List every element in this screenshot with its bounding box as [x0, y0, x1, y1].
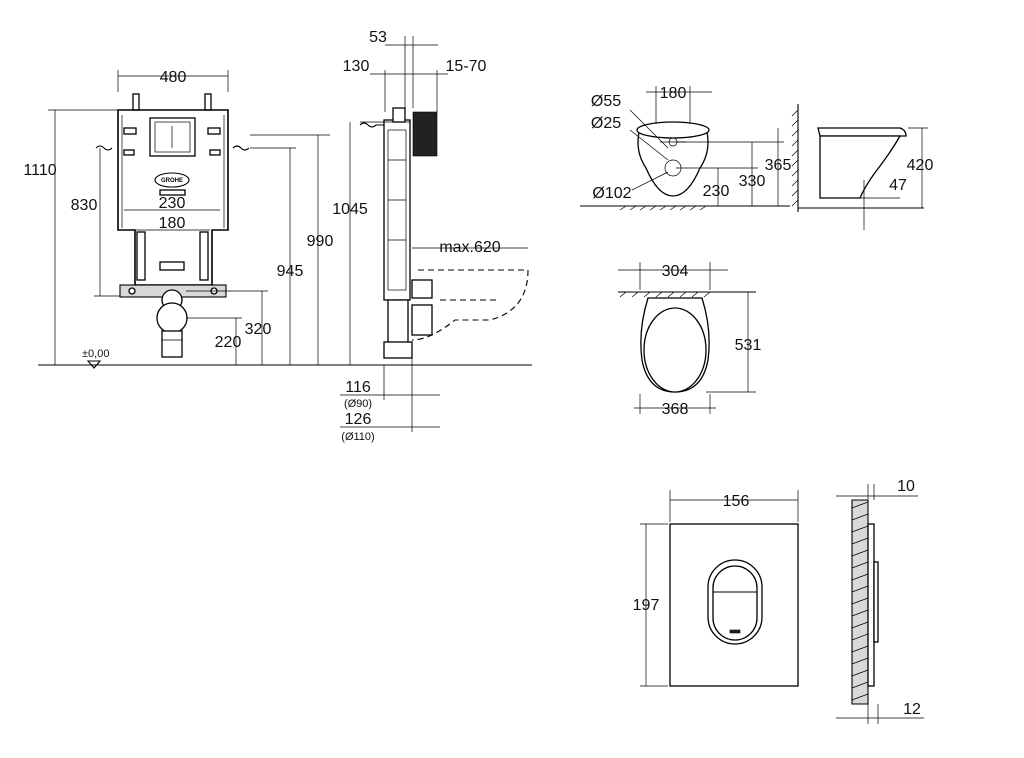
dim-304: 304 [662, 263, 689, 280]
wall-anchor-right [232, 145, 250, 151]
dim-180b: 180 [660, 85, 687, 102]
dim-1045: 1045 [332, 201, 368, 218]
dim-d90: (Ø90) [344, 398, 372, 410]
frame-hook-left [132, 93, 140, 111]
dim-830: 830 [71, 197, 98, 214]
dim-531: 531 [735, 337, 762, 354]
dim-368: 368 [662, 401, 689, 418]
side-wall-anchor [359, 122, 384, 128]
frame-front-view: ±0,00 GROHE [23, 69, 532, 369]
base-bolt [128, 287, 136, 295]
zero-level-label: ±0,00 [82, 348, 109, 360]
button-edge [873, 561, 879, 643]
floor-hatch [619, 205, 707, 211]
dim-220: 220 [215, 334, 242, 351]
dim-d25: Ø25 [591, 115, 621, 132]
dim-d55: Ø55 [591, 93, 621, 110]
dim-d110: (Ø110) [341, 431, 374, 443]
label-plate [159, 189, 186, 196]
dim-116: 116 [345, 379, 371, 396]
grohe-logo-text: GROHE [161, 178, 183, 184]
frame-cross [159, 261, 185, 271]
cistern-opening [149, 117, 196, 157]
dim-197: 197 [633, 597, 660, 614]
cistern-inner [154, 121, 191, 153]
flush-button-inner [712, 565, 758, 641]
dim-365: 365 [765, 157, 792, 174]
dim-15-70: 15-70 [446, 58, 487, 75]
wall-hatch [851, 501, 869, 701]
bracket [207, 127, 221, 135]
dim-53: 53 [369, 29, 387, 46]
bowl-top-view: 304 531 368 [618, 262, 761, 418]
flush-plate-side: 10 12 [836, 478, 924, 724]
seat-lid [817, 127, 907, 137]
dim-156: 156 [723, 493, 750, 510]
dim-230b: 230 [703, 183, 730, 200]
bowl-wall-view: 180 Ø55 Ø25 Ø102 365 330 230 [580, 85, 792, 211]
dim-230: 230 [159, 195, 186, 212]
bowl-rim [636, 121, 710, 139]
drain-elbow [156, 302, 188, 334]
bowl-profile-body [819, 135, 902, 199]
flush-plate-front: 156 197 [633, 490, 799, 687]
frame-hook-right [204, 93, 212, 111]
wall-section-plate [851, 499, 869, 705]
bowl-profile-view: 420 47 [791, 104, 934, 230]
bracket [209, 149, 221, 156]
bowl-outline-dashed [411, 269, 529, 341]
side-top-valve [392, 107, 406, 123]
dim-12: 12 [903, 701, 921, 718]
dim-180: 180 [159, 215, 186, 232]
frame-leg [136, 231, 146, 281]
dim-420: 420 [907, 157, 934, 174]
grohe-logo [154, 172, 190, 188]
leader [629, 129, 669, 161]
side-drain-socket [383, 341, 413, 359]
plate-edge [867, 523, 875, 687]
dim-47: 47 [889, 177, 907, 194]
dim-945: 945 [277, 263, 304, 280]
wall-anchor-left [95, 145, 113, 151]
flush-indicator [729, 629, 741, 634]
dim-max-620: max.620 [439, 239, 500, 256]
bowl-body [637, 127, 709, 197]
zero-level-marker [86, 360, 102, 369]
drain-pipe [161, 330, 183, 358]
dim-1110: 1110 [23, 162, 56, 179]
dim-990: 990 [307, 233, 334, 250]
dim-d102: Ø102 [592, 185, 631, 202]
flush-connector [411, 279, 433, 299]
wall-hatch [791, 109, 799, 207]
bracket [123, 149, 135, 156]
frame-leg [199, 231, 209, 281]
dim-480: 480 [160, 69, 187, 86]
dim-10: 10 [897, 478, 915, 495]
frame-side-view: 53 130 15-70 max.620 1045 990 945 [250, 29, 529, 443]
leader [631, 171, 669, 191]
dim-130: 130 [343, 58, 370, 75]
wall-section [412, 111, 438, 157]
bracket [123, 127, 137, 135]
drain-connector-side [411, 304, 433, 336]
dim-320: 320 [245, 321, 272, 338]
wall-hatch [619, 291, 711, 298]
dim-126: 126 [345, 411, 372, 428]
dim-330: 330 [739, 173, 766, 190]
side-frame-inner [387, 129, 407, 291]
leader [629, 109, 669, 149]
bowl-seat-top [643, 307, 707, 393]
